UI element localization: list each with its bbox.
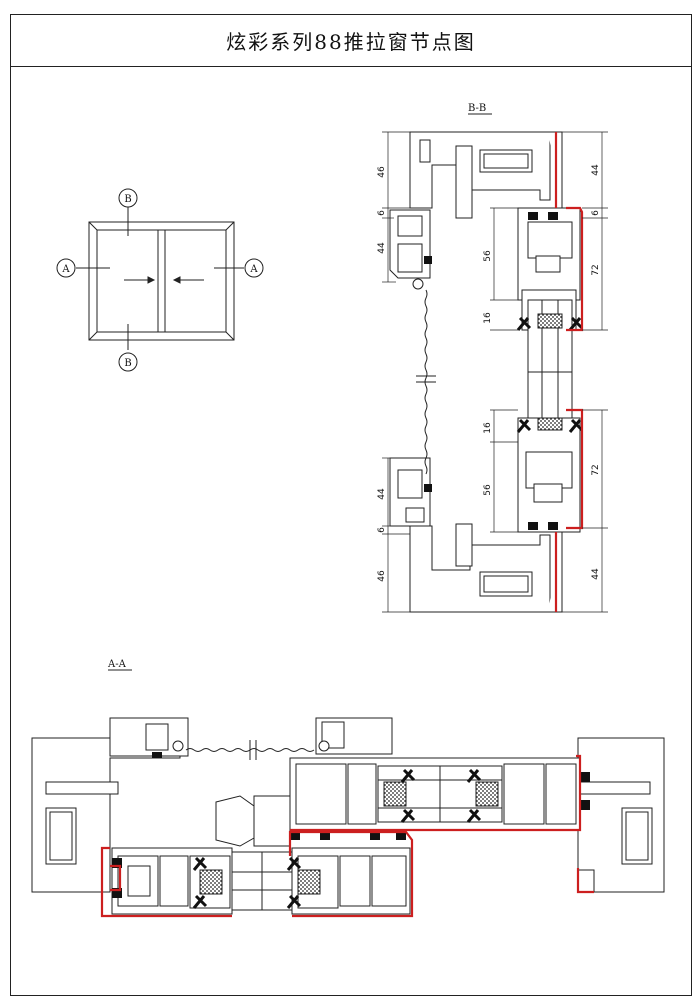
drawing-title: 炫彩系列88推拉窗节点图 [226,30,476,54]
drawing-sheet: 炫彩系列88推拉窗节点图 [10,14,692,996]
dim-bb-inner-top-56: 56 [483,250,493,262]
section-marker-b-bottom: B [118,352,138,372]
dim-bb-right-top-72: 72 [591,264,601,275]
dim-bb-bottom-46: 46 [377,570,387,582]
section-bb-title: B-B [468,103,486,114]
dim-bb-top-6: 6 [377,210,387,216]
dim-bb-inner-top-16: 16 [483,312,493,324]
section-marker-b-top: B [118,188,138,208]
dim-bb-right-top-44: 44 [591,164,601,176]
section-bb-glazing-line [416,289,436,475]
dim-bb-right-bottom-72: 72 [591,464,601,475]
dim-bb-right-top-6: 6 [591,210,601,216]
dim-bb-bottom-44: 44 [377,488,387,500]
dim-bb-inner-bottom-16: 16 [483,422,493,434]
marker-b-bottom-label: B [124,358,131,369]
dim-bb-top-44: 44 [377,242,387,254]
section-aa-drawing [31,717,665,915]
section-bb-dim-labels: 46 6 44 44 6 46 44 6 72 72 44 56 16 16 5… [377,164,601,582]
section-aa-glazing-line [185,740,315,760]
marker-b-top-label: B [124,194,131,205]
key-plan [76,206,244,350]
section-bb-dims-right [490,131,608,613]
section-aa-label: A-A [107,659,132,671]
dim-bb-top-46: 46 [377,166,387,178]
marker-a-right-label: A [249,264,258,275]
dim-bb-bottom-6: 6 [377,527,387,533]
title-block: 炫彩系列88推拉窗节点图 [11,15,691,67]
section-bb-drawing [389,131,581,613]
section-marker-a-left: A [56,258,76,278]
section-aa-gaskets [112,752,590,909]
section-bb-label: B-B [468,103,492,115]
section-bb-dims-left [382,131,410,613]
section-marker-a-right: A [244,258,264,278]
section-aa-seals [100,754,594,918]
section-aa-title: A-A [107,659,127,670]
section-bb-seals [554,132,584,612]
marker-a-left-label: A [61,264,70,275]
dim-bb-inner-bottom-56: 56 [483,484,493,496]
dim-bb-right-bottom-44: 44 [591,568,601,580]
section-bb-gaskets [424,212,584,530]
